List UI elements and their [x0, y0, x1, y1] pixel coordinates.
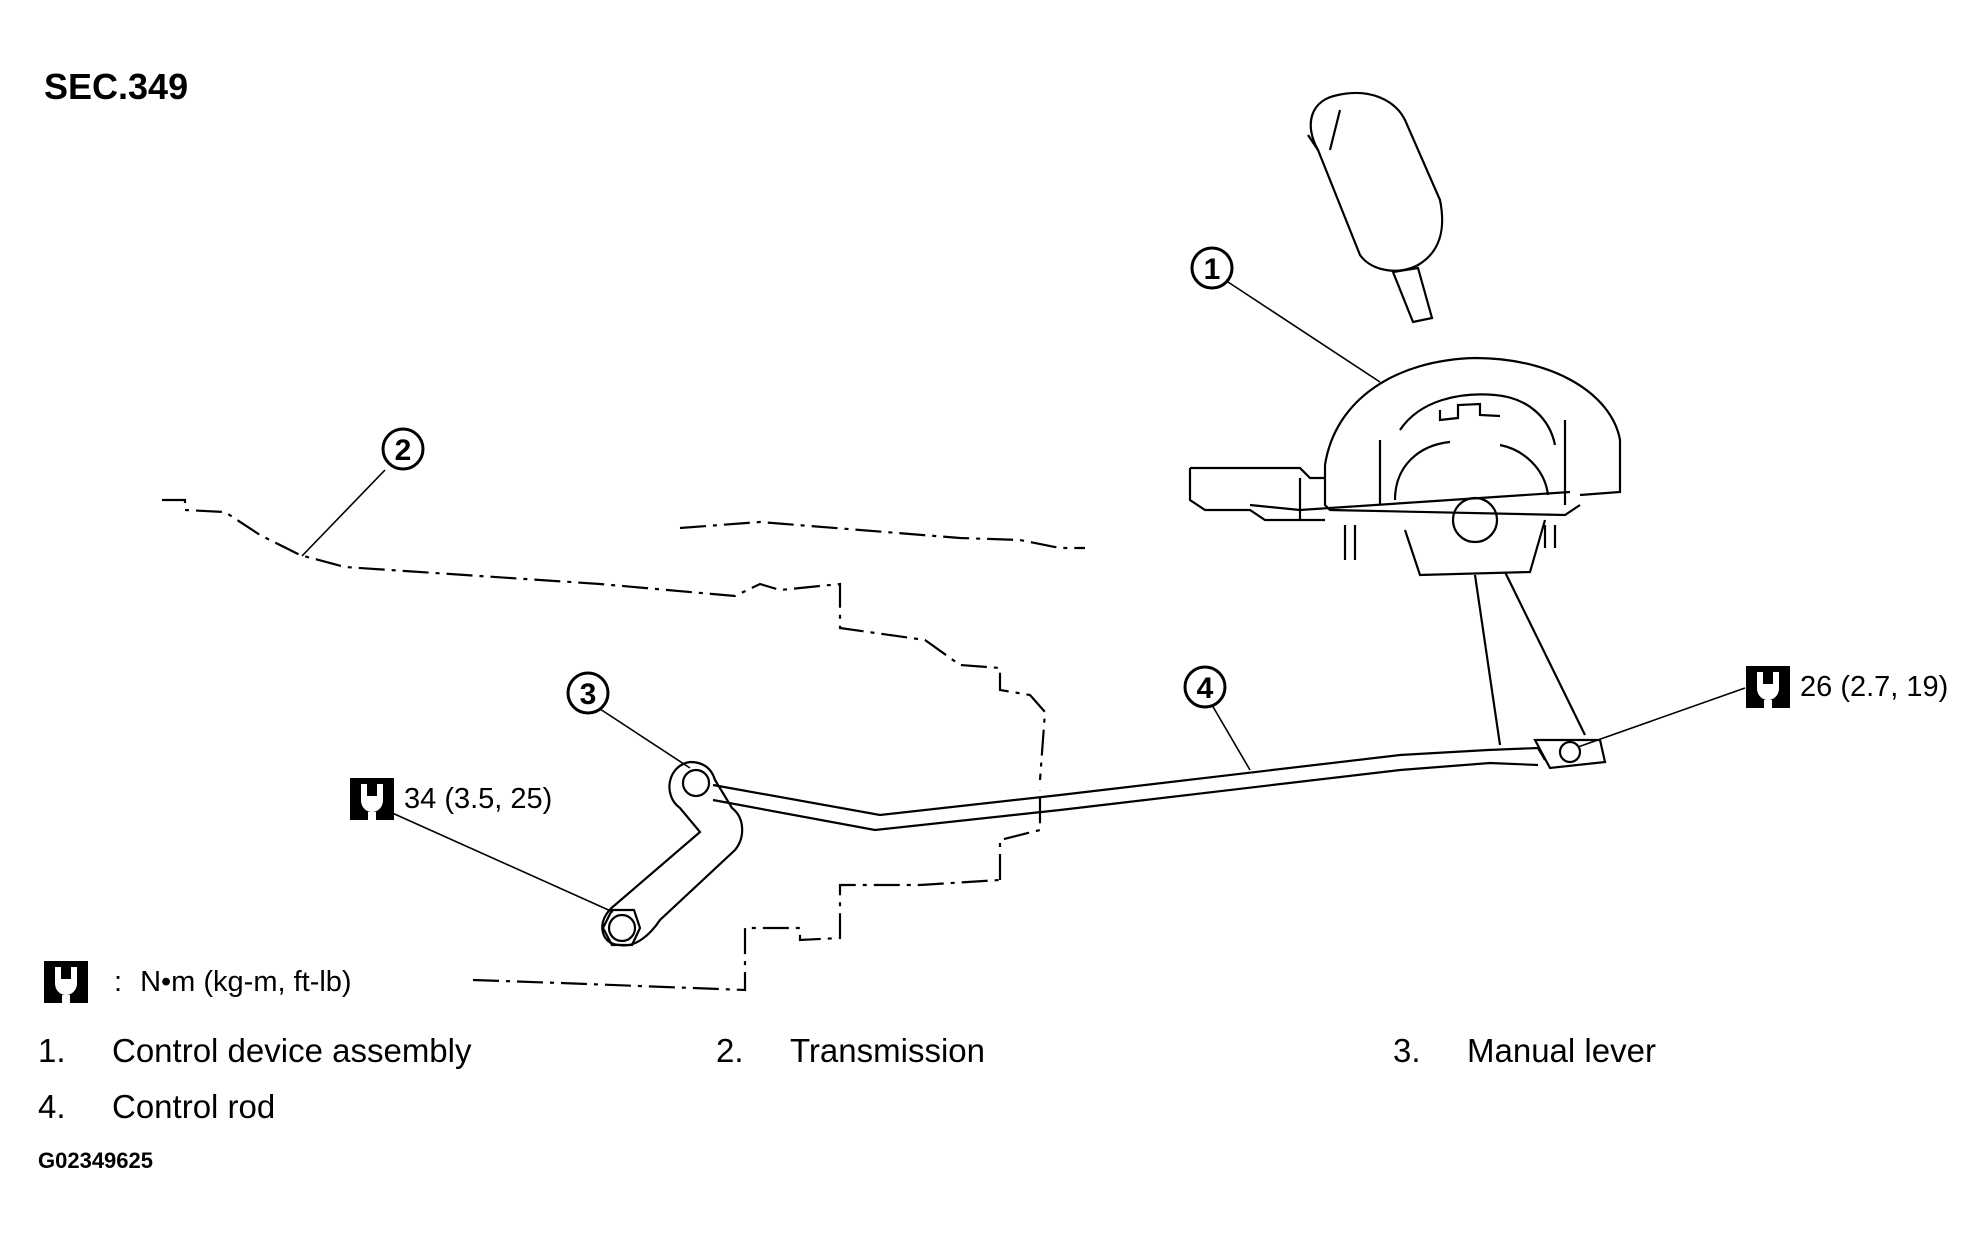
leader-lines	[301, 281, 1746, 913]
part-number: 1.	[38, 1032, 66, 1069]
part-number: 2.	[716, 1032, 744, 1069]
section-label: SEC.349	[44, 66, 189, 107]
control-device-assembly	[1188, 91, 1622, 746]
torque-wrench-icon	[44, 961, 88, 1003]
torque-spec-lever-nut: 34 (3.5, 25)	[350, 778, 552, 820]
torque-wrench-icon	[1746, 666, 1790, 708]
callout-1: 1	[1190, 246, 1234, 290]
callout-4: 4	[1183, 665, 1227, 709]
part-name: Manual lever	[1467, 1032, 1656, 1069]
torque-value: 34 (3.5, 25)	[404, 782, 553, 815]
part-number: 4.	[38, 1088, 66, 1125]
svg-text:2: 2	[395, 434, 412, 467]
part-item-3: 3. Manual lever	[1393, 1032, 1656, 1070]
part-name: Transmission	[790, 1032, 985, 1069]
part-number: 3.	[1393, 1032, 1421, 1069]
units-legend: : N•m (kg-m, ft-lb)	[44, 961, 352, 1003]
svg-text:4: 4	[1197, 672, 1214, 705]
torque-value: 26 (2.7, 19)	[1800, 670, 1949, 703]
manual-lever	[601, 760, 744, 947]
part-name: Control rod	[112, 1088, 276, 1125]
transmission-outline	[162, 498, 1085, 992]
svg-text:3: 3	[580, 678, 597, 711]
svg-text:1: 1	[1204, 253, 1221, 286]
control-rod	[712, 738, 1607, 832]
torque-spec-rod-nut: 26 (2.7, 19)	[1746, 666, 1948, 708]
part-item-1: 1. Control device assembly	[38, 1032, 472, 1070]
part-name: Control device assembly	[112, 1032, 472, 1069]
units-text: N•m (kg-m, ft-lb)	[140, 965, 352, 998]
part-item-4: 4. Control rod	[38, 1088, 275, 1126]
part-item-2: 2. Transmission	[716, 1032, 985, 1070]
callout-2: 2	[381, 427, 425, 471]
units-separator: :	[114, 965, 123, 998]
torque-wrench-icon	[350, 778, 394, 820]
figure-id: G02349625	[38, 1148, 153, 1173]
callout-3: 3	[566, 671, 610, 715]
